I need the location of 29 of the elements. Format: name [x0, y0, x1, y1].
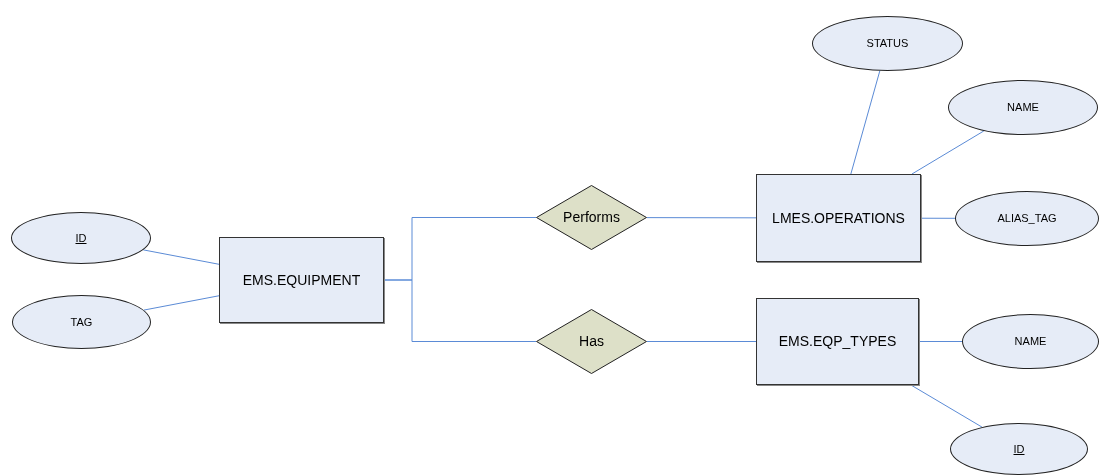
- attribute-ellipse: [955, 191, 1099, 246]
- connector-line: [850, 70, 881, 175]
- entity-label: EMS.EQP_TYPES: [778, 332, 897, 351]
- connector-line: [143, 295, 220, 311]
- connector-line: [911, 130, 985, 175]
- relationship-diamond: [536, 309, 647, 374]
- attribute-label: NAME: [1014, 334, 1047, 350]
- attribute-label: TAG: [70, 314, 93, 330]
- connector-line: [910, 384, 983, 428]
- attribute-ellipse: [962, 314, 1099, 369]
- connector-line: [646, 341, 757, 342]
- relationship-label: Performs: [563, 208, 620, 227]
- entity-box: [219, 237, 384, 323]
- connector-line: [383, 279, 537, 342]
- attribute-label: ID: [1013, 441, 1025, 457]
- entity-label: EMS.EQUIPMENT: [242, 270, 361, 290]
- connector-line: [920, 217, 956, 219]
- attribute-label: ALIAS_TAG: [997, 211, 1057, 227]
- connector-line: [646, 217, 757, 219]
- attribute-label: ID: [75, 230, 87, 246]
- relationship-label: Has: [579, 332, 604, 351]
- connector-line: [918, 341, 963, 342]
- entity-box: [756, 298, 919, 385]
- relationship-diamond: [536, 185, 647, 250]
- connector-line: [142, 249, 220, 265]
- entity-label: LMES.OPERATIONS: [772, 208, 905, 228]
- entity-box: [756, 174, 921, 262]
- attribute-label: NAME: [1007, 100, 1039, 116]
- attribute-label: STATUS: [866, 36, 909, 52]
